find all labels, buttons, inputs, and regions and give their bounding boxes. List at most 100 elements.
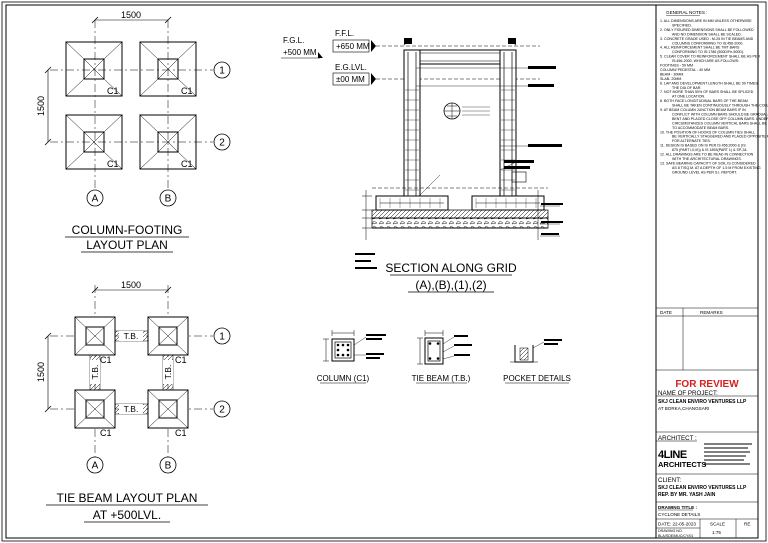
footing-plan-title-line2: LAYOUT PLAN	[86, 238, 168, 252]
rev-label: RE	[744, 522, 750, 527]
ffl-value: +650 MM	[336, 42, 370, 51]
general-note-line: 6. LAP AND DEVELOPMENT LENGTH SHALL BE 5…	[660, 81, 758, 85]
tb-footing-a2: C1	[74, 389, 116, 438]
dim-1500-tb-top: 1500	[121, 280, 141, 290]
grid-label-tb-2: 2	[219, 405, 225, 416]
grid-bubble-a	[86, 189, 104, 207]
footing-a1: C1	[65, 41, 123, 97]
general-note-line: 1. ALL DIMENSIONS ARE IN MM UNLESS OTHER…	[660, 19, 752, 23]
general-note-line: COLUMNS CONFORMING TO IS:456-2000.	[672, 41, 743, 45]
fgl-value: +500 MM	[283, 48, 317, 57]
tiebeam-tag-left: T.B.	[90, 365, 100, 380]
column-detail: COLUMN (C1)	[317, 330, 386, 384]
tiebeam-tag-bottom: T.B.	[124, 404, 139, 414]
general-note-line: CIRCUMSTANCES COLUMN VERTICAL BARS SHALL…	[672, 121, 768, 125]
grid-label-b: B	[165, 194, 172, 205]
section-column-right	[499, 49, 517, 197]
grid-label-a: A	[92, 194, 99, 205]
section-title-line2: (A),(B),(1),(2)	[415, 278, 486, 292]
general-note-line: BENT AND PLACED CLOSE OFF COLUMN BARS. U…	[672, 117, 768, 121]
general-note-line: THE DIA OF BAR.	[672, 86, 701, 90]
section-title-line1: SECTION ALONG GRID	[385, 261, 517, 275]
column-footing-plan: 1500 1500 C1 C1 C1	[36, 10, 231, 253]
grid-bubble-2	[213, 133, 231, 151]
architect-logo-line2: ARCHITECTS	[658, 460, 706, 469]
general-note-line: CONFLICT WITH COLUMN BARS SHOULD BE GRAD…	[672, 112, 768, 116]
grid-bubble-tb-1	[213, 327, 231, 345]
egl-label: E.G.LVL.	[335, 63, 367, 72]
drawing-no-value: BLA/SDE/MUC/CY/01	[658, 534, 693, 538]
grid-bubble-tb-b	[159, 456, 177, 474]
rev-date-label: DATE	[660, 310, 672, 315]
grid-bubble-1	[213, 61, 231, 79]
footing-a2: C1	[65, 114, 123, 170]
tiebeam-plan: 1500 1500 T.B. T.B. T.B. T.B. C1 C1	[36, 280, 231, 523]
general-note-line: 9. AT BEAM COLUMN JUNCTION BEAM BARS IF …	[660, 108, 746, 112]
grid-label-tb-b: B	[165, 461, 172, 472]
stone-soling	[371, 217, 549, 229]
grid-bubble-tb-a	[86, 456, 104, 474]
column-tag-b1: C1	[181, 86, 193, 96]
column-tag-b2: C1	[181, 159, 193, 169]
grid-bubble-tb-2	[213, 400, 231, 418]
general-note-line: AND NO DIMENSION SHALL BE SCALED.	[672, 32, 742, 36]
general-note-line: 8. BOTH FACE LONGITUDINAL BARS OF THE BE…	[660, 99, 748, 103]
tb-footing-b1: C1	[147, 316, 189, 365]
project-label: NAME OF PROJECT:	[658, 390, 718, 397]
tb-footing-a1: C1	[74, 316, 116, 365]
scale-label: SCALE	[710, 522, 725, 527]
tiebeam-detail: TIE BEAM (T.B.)	[412, 330, 472, 384]
general-note-line: TO ACCOMMODATE BEAM BARS.	[672, 126, 729, 130]
general-note-line: IS:456-2000, WHICH ARE AS FOLLOWS:	[672, 59, 739, 63]
egl-value: ±00 MM	[336, 75, 365, 84]
grid-label-tb-a: A	[92, 461, 99, 472]
column-tag-a2: C1	[107, 159, 119, 169]
section-tie-beam	[419, 49, 501, 65]
general-note-line: AS 8 T/SQ.M. AT A DEPTH OF 1.5 M FROM EX…	[672, 166, 761, 170]
drawing-title-value: CYCLONE DETAILS	[658, 512, 700, 517]
rev-remarks-label: REMARKS	[700, 310, 723, 315]
general-note-line: SHALL BE TAKEN CONTINUOUSLY THROUGH THE …	[672, 104, 768, 108]
fgl-label: F.G.L.	[283, 36, 304, 45]
client-rep: REP. BY MR. YASH JAIN	[658, 492, 716, 498]
general-note-line: 2. ONLY FIGURED DIMENSIONS SHALL BE FOLL…	[660, 28, 754, 32]
project-location: AT BORKA,CHANGSARI	[658, 406, 709, 411]
general-notes-heading: GENERAL NOTES :	[666, 10, 707, 15]
general-note-line: 4. ALL REINFORCEMENT SHALL BE TMT BARS	[660, 46, 740, 50]
general-note-line: BEAM - 30MM	[660, 72, 683, 76]
general-note-line: CONFORMING TO IS:1786 (500D/Fe-500D).	[672, 50, 744, 54]
general-notes-list: 1. ALL DIMENSIONS ARE IN MM UNLESS OTHER…	[660, 19, 768, 174]
grid-label-2: 2	[219, 138, 225, 149]
tb-footing-b2: C1	[147, 389, 189, 438]
architect-logo-line1: 4LINE	[658, 449, 687, 461]
drawing-title-label: DRAWING TITLE :	[658, 505, 698, 510]
general-note-line: 11. DESIGN IS BASED ON IS PER IS 456:200…	[660, 144, 746, 148]
section-drawing: F.G.L. +500 MM F.F.L. +650 MM E.G.LVL. ±…	[281, 29, 563, 293]
general-note-line: 10. THE POSITION OF HOOKS OF COLUMN TIES…	[660, 130, 755, 134]
dim-1500-left: 1500	[36, 96, 46, 116]
architect-label: ARCHITECT :	[658, 435, 697, 442]
column-tag-tb-b1: C1	[175, 355, 187, 365]
client-name: SKJ CLEAN ENVIRO VENTURES LLP	[658, 485, 747, 491]
footing-b2: C1	[139, 114, 197, 170]
client-label: CLIENT:	[658, 477, 681, 484]
general-note-line: SPECIFIED.	[672, 23, 692, 27]
date-value: DATE: 22-05-2023	[658, 522, 696, 527]
general-note-line: WITH THE ARCHITECTURAL DRAWINGS.	[672, 157, 742, 161]
general-note-line: 13. SAFE BEARING CAPACITY OF SOIL IS CON…	[660, 161, 756, 165]
footing-b1: C1	[139, 41, 197, 97]
general-note-line: 5. CLEAR COVER TO REINFORCEMENT SHALL BE…	[660, 55, 760, 59]
column-tag-tb-a2: C1	[100, 428, 112, 438]
grid-label-tb-1: 1	[219, 332, 225, 343]
tiebeam-plan-title-line1: TIE BEAM LAYOUT PLAN	[57, 491, 198, 505]
column-detail-title: COLUMN (C1)	[317, 374, 370, 383]
project-name: SKJ CLEAN ENVIRO VENTURES LLP	[658, 399, 747, 405]
for-review-stamp: FOR REVIEW	[675, 379, 739, 390]
dim-1500-tb-left: 1500	[36, 362, 46, 382]
general-note-line: GROUND LEVEL AS PER S.I. REPORT.	[672, 170, 737, 174]
tiebeam-detail-title: TIE BEAM (T.B.)	[412, 374, 471, 383]
general-note-line: FOR ALTERNATE TIES.	[672, 139, 711, 143]
ffl-label: F.F.L.	[335, 29, 354, 38]
